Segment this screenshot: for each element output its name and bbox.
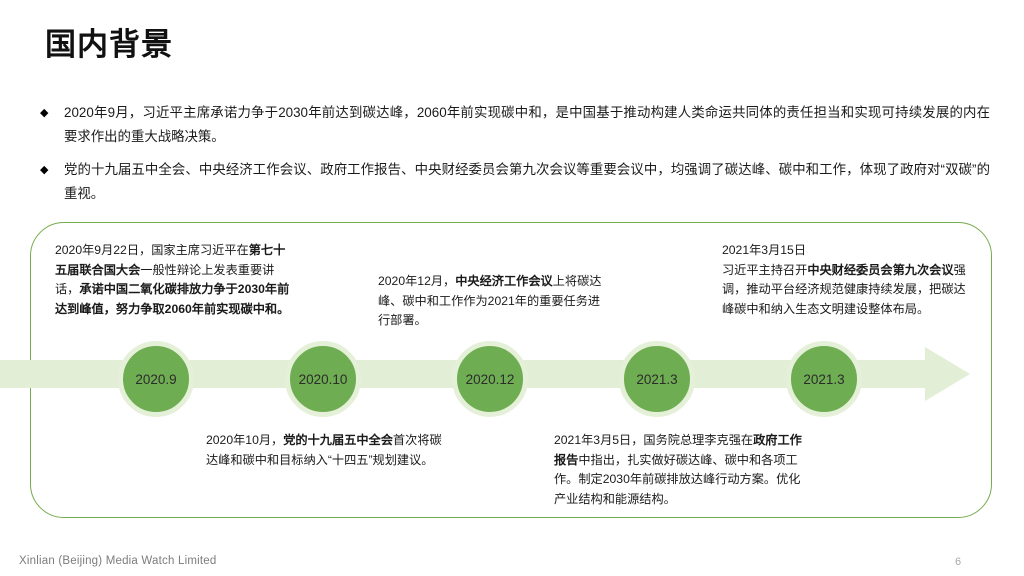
timeline-milestone-5[interactable]: 2021.3	[786, 341, 862, 417]
timeline-description-1: 2020年9月22日，国家主席习近平在第七十五届联合国大会一般性辩论上发表重要讲…	[55, 243, 290, 316]
milestone-label: 2021.3	[636, 371, 678, 387]
bullet-item: ◆ 2020年9月，习近平主席承诺力争于2030年前达到碳达峰，2060年前实现…	[38, 101, 990, 149]
timeline-description-4: 2021年3月5日，国务院总理李克强在政府工作报告中指出，扎实做好碳达峰、碳中和…	[554, 433, 802, 506]
milestone-label: 2020.10	[298, 371, 348, 387]
timeline-description-2: 2020年10月，党的十九届五中全会首次将碳达峰和碳中和目标纳入“十四五”规划建…	[206, 433, 442, 467]
bullet-text: 党的十九届五中全会、中央经济工作会议、政府工作报告、中央财经委员会第九次会议等重…	[64, 162, 990, 201]
timeline-milestone-3[interactable]: 2020.12	[452, 341, 528, 417]
diamond-bullet-icon: ◆	[40, 164, 49, 176]
milestone-label: 2020.12	[465, 371, 515, 387]
bullet-list: ◆ 2020年9月，习近平主席承诺力争于2030年前达到碳达峰，2060年前实现…	[38, 101, 990, 215]
footer-company-name: Xinlian (Beijing) Media Watch Limited	[19, 555, 217, 567]
footer-page-number: 6	[955, 556, 962, 568]
bullet-item: ◆ 党的十九届五中全会、中央经济工作会议、政府工作报告、中央财经委员会第九次会议…	[38, 158, 990, 206]
timeline-description-3: 2020年12月，中央经济工作会议上将碳达峰、碳中和工作作为2021年的重要任务…	[378, 274, 602, 327]
page-title: 国内背景	[45, 27, 173, 62]
timeline-milestone-2[interactable]: 2020.10	[285, 341, 361, 417]
timeline-milestone-1[interactable]: 2020.9	[118, 341, 194, 417]
diamond-bullet-icon: ◆	[40, 107, 49, 119]
milestone-label: 2020.9	[135, 371, 177, 387]
milestone-label: 2021.3	[803, 371, 845, 387]
bullet-text: 2020年9月，习近平主席承诺力争于2030年前达到碳达峰，2060年前实现碳中…	[64, 105, 990, 144]
timeline-description-5: 2021年3月15日习近平主持召开中央财经委员会第九次会议强调，推动平台经济规范…	[722, 243, 966, 316]
timeline-milestone-4[interactable]: 2021.3	[619, 341, 695, 417]
